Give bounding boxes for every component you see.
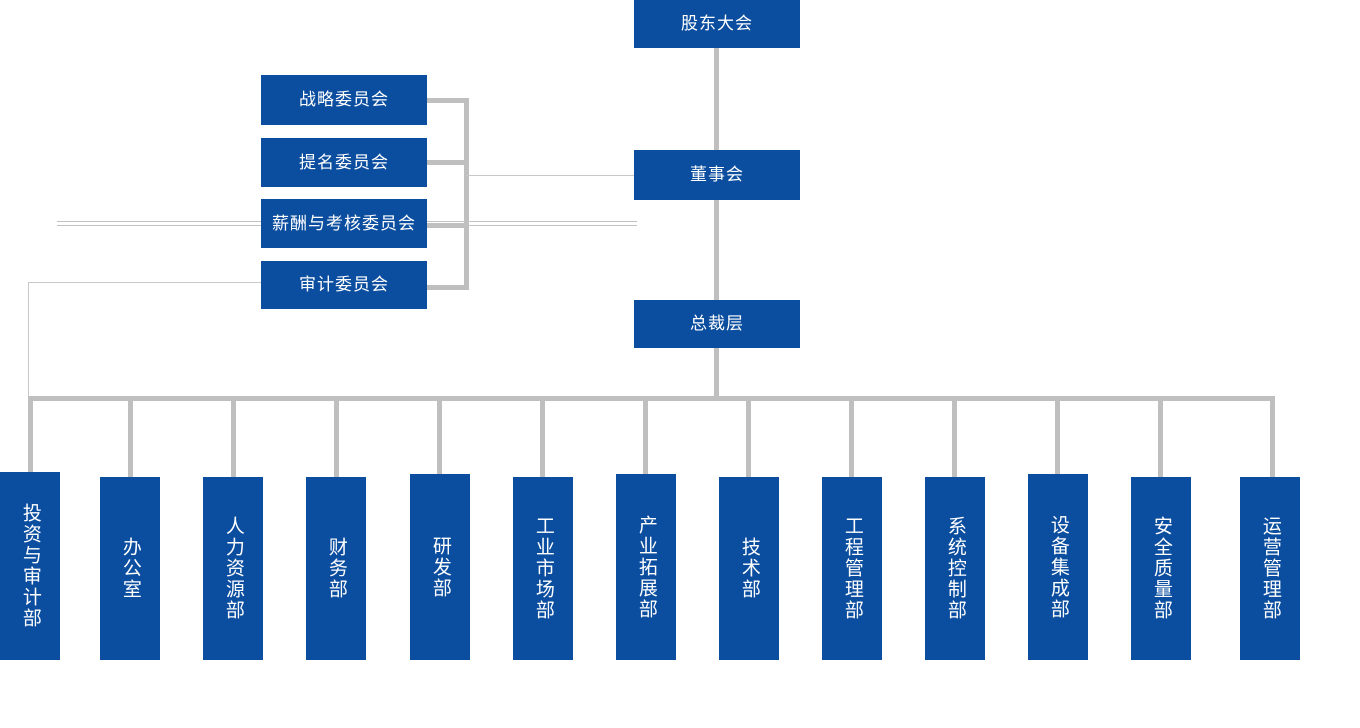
connector-committee-4-stub [426, 285, 469, 290]
connector-committee-1-stub [426, 98, 469, 103]
connector-department-distribution-bar [28, 396, 1274, 401]
node-committee-nomination[interactable]: 提名委员会 [261, 138, 427, 187]
node-department-operations-management[interactable]: 运营管理部 [1240, 477, 1300, 660]
node-committee-audit[interactable]: 审计委员会 [261, 261, 427, 309]
node-department-research-development[interactable]: 研发部 [410, 474, 470, 660]
node-department-industrial-market[interactable]: 工业市场部 [513, 477, 573, 660]
connector-drop-department-1 [28, 396, 33, 478]
node-department-industry-expansion[interactable]: 产业拓展部 [616, 474, 676, 660]
connector-drop-department-7 [643, 396, 648, 478]
node-department-system-control[interactable]: 系统控制部 [925, 477, 985, 660]
connector-drop-department-6 [540, 396, 545, 478]
connector-committee-2-stub [426, 160, 469, 165]
connector-shareholders-to-board [714, 48, 719, 150]
connector-drop-department-3 [231, 396, 236, 478]
node-department-office[interactable]: 办公室 [100, 477, 160, 660]
connector-drop-department-4 [334, 396, 339, 478]
connector-president-to-departments [714, 348, 719, 400]
connector-drop-department-11 [1055, 396, 1060, 478]
node-department-engineering-management[interactable]: 工程管理部 [822, 477, 882, 660]
connector-committees-to-board [466, 175, 636, 176]
node-committee-compensation-assessment[interactable]: 薪酬与考核委员会 [261, 199, 427, 248]
connector-drop-department-12 [1158, 396, 1163, 478]
connector-audit-committee-horizontal [28, 282, 262, 283]
node-president-level[interactable]: 总裁层 [634, 300, 800, 348]
node-department-equipment-integration[interactable]: 设备集成部 [1028, 474, 1088, 660]
connector-committee-spine [464, 98, 469, 288]
node-board-of-directors[interactable]: 董事会 [634, 150, 800, 200]
connector-board-to-president [714, 200, 719, 300]
connector-audit-committee-vertical [28, 282, 29, 399]
connector-drop-department-5 [437, 396, 442, 478]
node-department-investment-audit[interactable]: 投资与审计部 [0, 472, 60, 660]
connector-drop-department-2 [128, 396, 133, 478]
connector-drop-department-13 [1270, 396, 1275, 478]
node-shareholders-meeting[interactable]: 股东大会 [634, 0, 800, 48]
connector-drop-department-9 [849, 396, 854, 478]
node-committee-strategy[interactable]: 战略委员会 [261, 75, 427, 125]
node-department-safety-quality[interactable]: 安全质量部 [1131, 477, 1191, 660]
node-department-technology[interactable]: 技术部 [719, 477, 779, 660]
connector-drop-department-10 [952, 396, 957, 478]
connector-drop-department-8 [746, 396, 751, 478]
node-department-finance[interactable]: 财务部 [306, 477, 366, 660]
node-department-human-resources[interactable]: 人力资源部 [203, 477, 263, 660]
